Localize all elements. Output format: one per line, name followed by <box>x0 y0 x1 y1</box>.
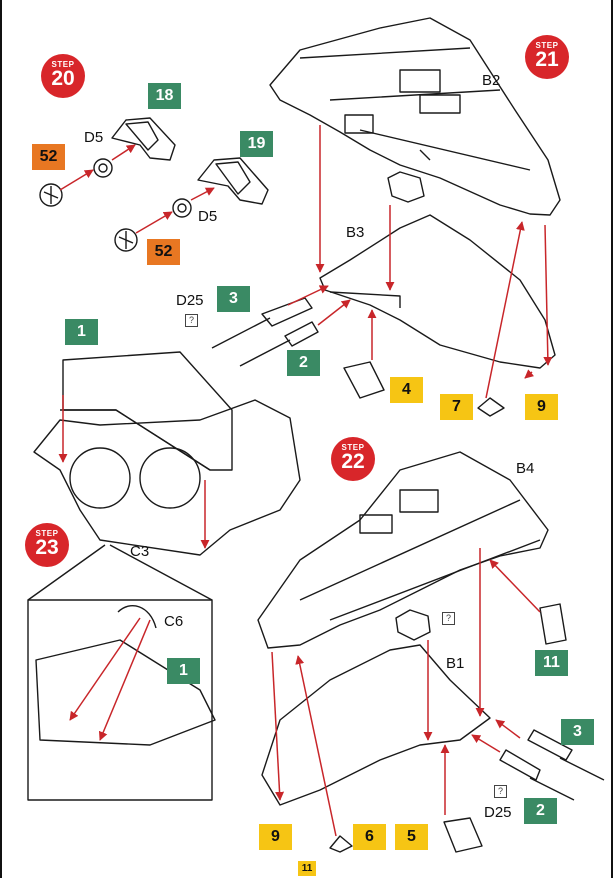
part-badge-11-bottom: 11 <box>298 861 316 876</box>
part-badge-52-lower: 52 <box>147 239 180 265</box>
wing-top-b2 <box>269 17 561 216</box>
wheel-part-52-lower <box>114 228 138 252</box>
cockpit-tub-c3 <box>33 399 301 556</box>
part-badge-7: 7 <box>440 394 473 420</box>
query-mark-step21: ? <box>185 314 198 327</box>
part-badge-3-step22: 3 <box>561 719 594 745</box>
cannon-3-step22 <box>527 729 605 781</box>
part-badge-52-upper: 52 <box>32 144 65 170</box>
part-badge-19: 19 <box>240 131 273 157</box>
part-badge-2-step22: 2 <box>524 798 557 824</box>
part-badge-2-step21: 2 <box>287 350 320 376</box>
page-border-right <box>611 0 613 878</box>
wheel-part-52-upper <box>39 183 63 207</box>
label-b3: B3 <box>346 224 365 241</box>
label-d25-step21: D25 <box>176 292 204 309</box>
part-badge-1-step23: 1 <box>65 319 98 345</box>
light-part-6 <box>329 835 353 853</box>
seat-frame-c6 <box>117 605 157 629</box>
cannon-2-lower <box>239 321 319 367</box>
query-mark-step22-d25: ? <box>494 785 507 798</box>
label-c6: C6 <box>164 613 184 630</box>
cannon-d25-step22 <box>499 749 575 801</box>
label-b1: B1 <box>446 655 465 672</box>
label-c3: C3 <box>130 543 150 560</box>
part-badge-4: 4 <box>390 377 423 403</box>
part-badge-5: 5 <box>395 824 428 850</box>
bracket-part-19 <box>197 157 269 205</box>
bracket-part-18 <box>111 117 176 161</box>
light-part-7 <box>477 397 505 417</box>
part-badge-1-zoom: 1 <box>167 658 200 684</box>
wheel-hub-d5-upper <box>93 158 113 178</box>
label-d25-step22: D25 <box>484 804 512 821</box>
part-badge-6: 6 <box>353 824 386 850</box>
zoom-box-frame <box>27 599 213 801</box>
bracket-center-step22 <box>395 609 431 641</box>
query-mark-step22-bracket: ? <box>442 612 455 625</box>
part-badge-9-step21: 9 <box>525 394 558 420</box>
part-badge-9-step22: 9 <box>259 824 292 850</box>
cockpit-detail <box>35 639 216 746</box>
part-badge-3-step21: 3 <box>217 286 250 312</box>
part-badge-11-step22: 11 <box>535 650 568 676</box>
label-d5-lower: D5 <box>198 208 218 225</box>
part-badge-18: 18 <box>148 83 181 109</box>
wing-bottom-b1 <box>261 644 491 806</box>
wheel-hub-d5-lower <box>172 198 192 218</box>
label-b4: B4 <box>516 460 535 477</box>
bracket-center-step21 <box>387 171 425 203</box>
label-d5-upper: D5 <box>84 129 104 146</box>
flap-part-4 <box>343 361 385 399</box>
flap-part-5 <box>443 817 483 853</box>
label-b2: B2 <box>482 72 501 89</box>
wing-top-b4 <box>257 451 549 649</box>
page-border-left <box>0 0 2 878</box>
bracket-part-11 <box>539 603 567 645</box>
